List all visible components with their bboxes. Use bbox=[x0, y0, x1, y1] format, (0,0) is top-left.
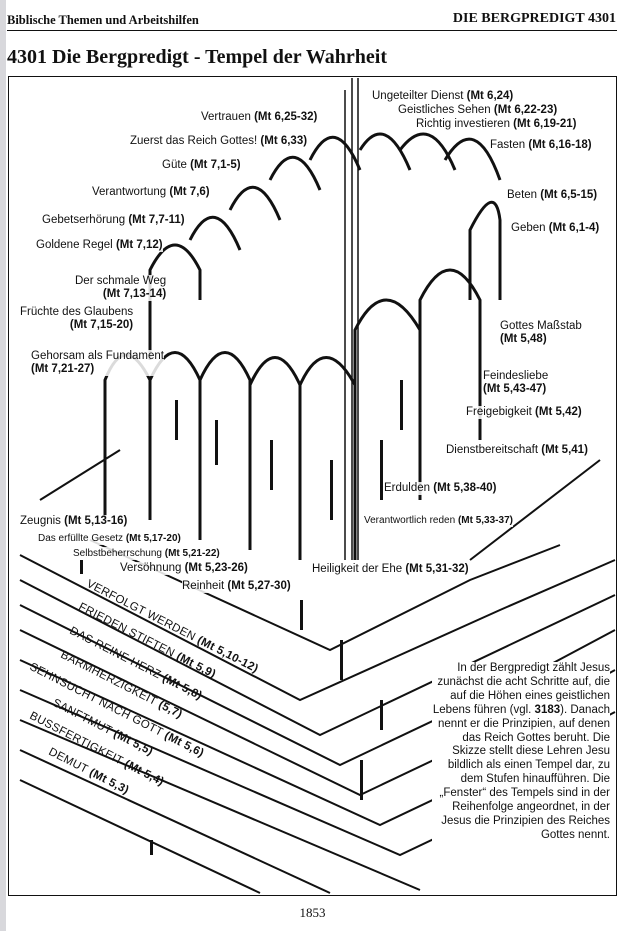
window-label: Der schmale Weg(Mt 7,13-14) bbox=[75, 275, 167, 301]
running-header-right: DIE BERGPREDIGT 4301 bbox=[452, 11, 616, 26]
window-label: Heiligkeit der Ehe (Mt 5,31-32) bbox=[312, 563, 469, 576]
window-label: Zeugnis (Mt 5,13-16) bbox=[20, 515, 128, 528]
window-label: Reinheit (Mt 5,27-30) bbox=[182, 580, 291, 593]
illustration-frame bbox=[8, 76, 617, 896]
window-label: Fasten (Mt 6,16-18) bbox=[490, 139, 592, 152]
window-label: Früchte des Glaubens(Mt 7,15-20) bbox=[20, 306, 134, 332]
window-label: Versöhnung (Mt 5,23-26) bbox=[120, 562, 248, 575]
window-label: Verantwortlich reden (Mt 5,33-37) bbox=[364, 514, 513, 527]
window-label: Gottes Maßstab(Mt 5,48) bbox=[500, 320, 582, 346]
window-label: Ungeteilter Dienst (Mt 6,24) bbox=[372, 90, 514, 103]
window-label: Geben (Mt 6,1-4) bbox=[511, 222, 600, 235]
window-label: Beten (Mt 6,5-15) bbox=[507, 189, 598, 202]
window-label: Gehorsam als Fundament(Mt 7,21-27) bbox=[31, 350, 164, 376]
window-label: Zuerst das Reich Gottes! (Mt 6,33) bbox=[130, 135, 308, 148]
window-label: Richtig investieren (Mt 6,19-21) bbox=[416, 118, 577, 131]
explanatory-note: In der Bergpredigt zählt Jesus zunächst … bbox=[432, 662, 610, 843]
figures-drawing bbox=[80, 380, 403, 855]
window-label: Dienstbereitschaft (Mt 5,41) bbox=[446, 444, 588, 457]
window-label: Güte (Mt 7,1-5) bbox=[162, 159, 241, 172]
window-label: Das erfüllte Gesetz (Mt 5,17-20) bbox=[38, 532, 181, 545]
page-number: 1853 bbox=[299, 905, 326, 920]
window-label: Selbstbeherrschung (Mt 5,21-22) bbox=[73, 547, 220, 560]
window-label: Erdulden (Mt 5,38-40) bbox=[384, 482, 497, 495]
header-rule bbox=[7, 30, 617, 31]
spire-drawing bbox=[344, 78, 359, 560]
scan-edge bbox=[0, 0, 6, 931]
window-label: Geistliches Sehen (Mt 6,22-23) bbox=[398, 104, 558, 117]
window-label: Feindesliebe(Mt 5,43-47) bbox=[483, 370, 549, 396]
running-header-left: Biblische Themen und Arbeitshilfen bbox=[7, 13, 199, 27]
arches-drawing bbox=[103, 132, 502, 560]
page-title: 4301 Die Bergpredigt - Tempel der Wahrhe… bbox=[7, 46, 387, 68]
window-label: Freigebigkeit (Mt 5,42) bbox=[466, 406, 582, 419]
window-label: Goldene Regel (Mt 7,12) bbox=[36, 239, 163, 252]
window-label: Verantwortung (Mt 7,6) bbox=[92, 186, 210, 199]
window-label: Gebetserhörung (Mt 7,7-11) bbox=[42, 214, 185, 227]
window-label: Vertrauen (Mt 6,25-32) bbox=[201, 111, 318, 124]
